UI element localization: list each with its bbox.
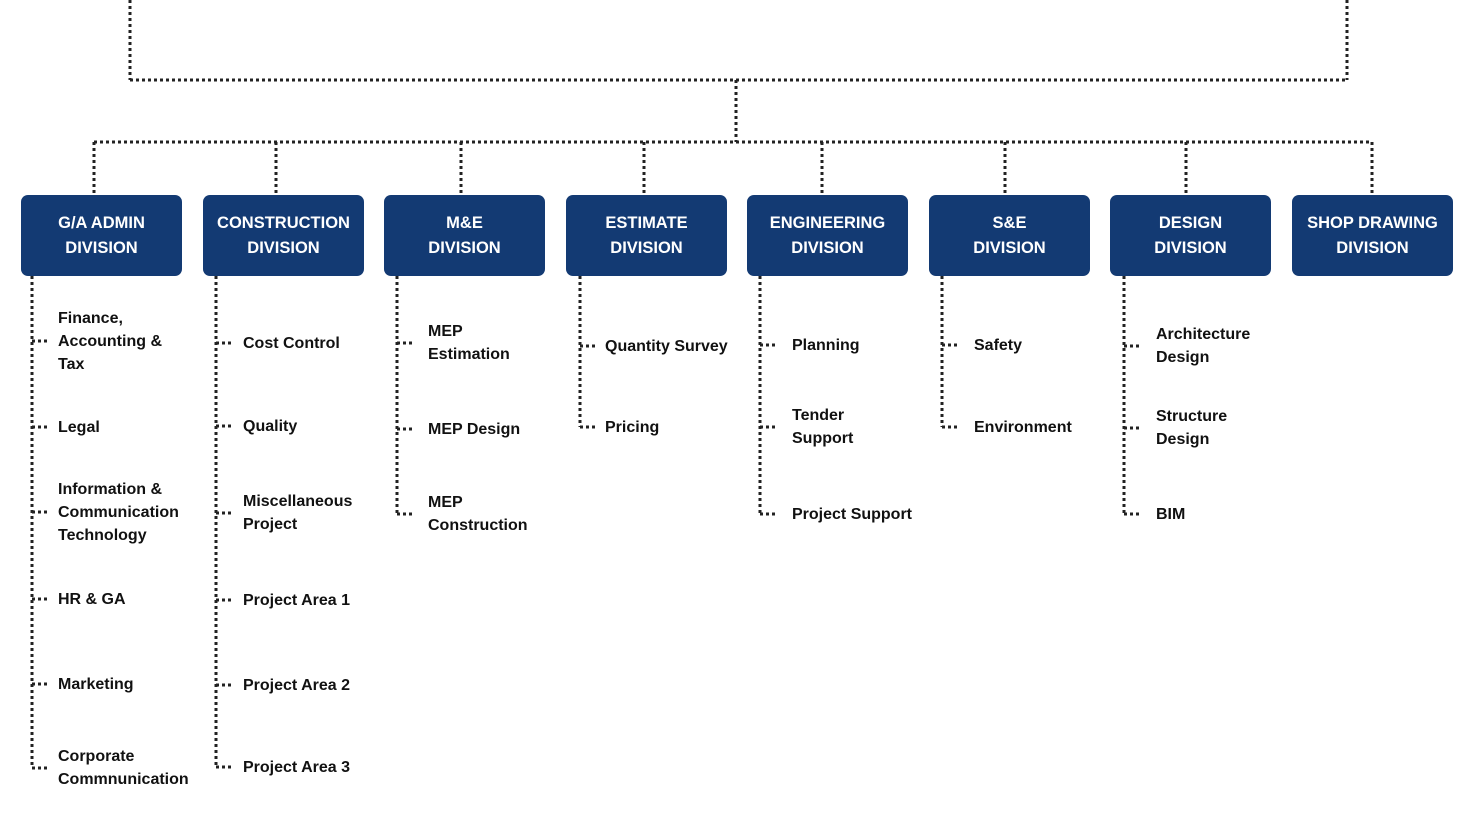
subdivision-item-line: Pricing — [605, 418, 660, 436]
division-title-line: DIVISION — [791, 238, 864, 257]
division-box-design: DESIGN DIVISION — [1110, 195, 1271, 276]
division-title-line: ESTIMATE — [605, 213, 688, 232]
subdivision-item-line: Cost Control — [243, 334, 340, 352]
subdivision-item-line: HR & GA — [58, 590, 126, 608]
division-box-construction: CONSTRUCTION DIVISION — [203, 195, 364, 276]
division-title-line: ENGINEERING — [769, 213, 886, 232]
subdivision-item: MEP Construction — [428, 491, 528, 537]
subdivision-item-line: Commnunication — [58, 771, 189, 788]
subdivision-item-line: Project Area 1 — [243, 591, 351, 609]
subdivision-item-line: MEP Design — [428, 420, 521, 438]
subdivision-item-line: Accounting & — [58, 332, 162, 350]
subdivision-item-line: Quantity Survey — [605, 337, 728, 355]
subdivision-item: Project Area 3 — [243, 756, 350, 779]
division-box-ga-admin: G/A ADMIN DIVISION — [21, 195, 182, 276]
subdivision-item: HR & GA — [58, 588, 126, 611]
subdivision-item: BIM — [1156, 503, 1185, 526]
subdivision-item-line: Environment — [974, 418, 1072, 436]
subdivision-item-line: Estimation — [428, 346, 510, 363]
subdivision-item-line: Design — [1156, 349, 1210, 366]
subdivision-item-line: Project Area 3 — [243, 758, 351, 776]
subdivision-item-line: Project Support — [792, 505, 913, 523]
subdivision-item: MEP Design — [428, 418, 520, 441]
subdivision-item-line: Corporate — [58, 748, 135, 765]
subdivision-item: Environment — [974, 416, 1072, 439]
division-title-line: DIVISION — [65, 238, 138, 257]
subdivision-item: Pricing — [605, 416, 659, 439]
division-title-line: SHOP DRAWING — [1307, 213, 1438, 232]
subdivision-item: Finance, Accounting & Tax — [58, 307, 162, 376]
subdivision-item-line: Support — [792, 430, 854, 447]
division-box-shop-drawing: SHOP DRAWING DIVISION — [1292, 195, 1453, 276]
subdivision-item-line: Finance, — [58, 309, 123, 327]
subdivision-item: Quality — [243, 415, 297, 438]
division-title-line: DIVISION — [610, 238, 683, 257]
subdivision-item-line: BIM — [1156, 505, 1186, 523]
subdivision-item: Project Area 2 — [243, 674, 350, 697]
subdivision-item-line: Marketing — [58, 675, 134, 693]
subdivision-item-line: Design — [1156, 431, 1210, 448]
division-box-se: S&E DIVISION — [929, 195, 1090, 276]
subdivision-item-line: Tax — [58, 355, 85, 373]
subdivision-item-line: Information & — [58, 480, 162, 498]
subdivision-item-line: Technology — [58, 526, 147, 544]
subdivision-item: Cost Control — [243, 332, 340, 355]
subdivision-item-line: Legal — [58, 418, 100, 436]
division-title-line: DESIGN — [1158, 213, 1223, 232]
division-title-line: G/A ADMIN — [58, 213, 145, 232]
division-title-line: DIVISION — [973, 238, 1046, 257]
division-title-line: DIVISION — [1336, 238, 1409, 257]
division-title-line: S&E — [992, 213, 1027, 232]
subdivision-item-line: Safety — [974, 336, 1023, 354]
subdivision-item-line: Construction — [428, 517, 528, 534]
subdivision-item-line: Miscellaneous — [243, 493, 353, 510]
subdivision-item: Quantity Survey — [605, 335, 728, 358]
subdivision-item: Project Support — [792, 503, 912, 526]
division-title-line: DIVISION — [428, 238, 501, 257]
subdivision-item: Planning — [792, 334, 860, 357]
division-title-line: DIVISION — [247, 238, 320, 257]
subdivision-item-line: Project — [243, 516, 298, 533]
subdivision-item-line: Structure — [1156, 408, 1228, 425]
subdivision-item: Safety — [974, 334, 1022, 357]
division-box-me: M&E DIVISION — [384, 195, 545, 276]
division-title-line: CONSTRUCTION — [217, 213, 350, 232]
division-title-line: DIVISION — [1154, 238, 1227, 257]
subdivision-item: Marketing — [58, 673, 134, 696]
division-box-engineering: ENGINEERING DIVISION — [747, 195, 908, 276]
subdivision-item-line: Architecture — [1156, 326, 1251, 343]
subdivision-item-line: Planning — [792, 336, 860, 354]
subdivision-item: Legal — [58, 416, 100, 439]
subdivision-item-line: Project Area 2 — [243, 676, 351, 694]
division-title-line: M&E — [446, 213, 483, 232]
subdivision-item-line: MEP — [428, 323, 463, 340]
division-box-estimate: ESTIMATE DIVISION — [566, 195, 727, 276]
subdivision-item-line: MEP — [428, 494, 463, 511]
subdivision-item: Project Area 1 — [243, 589, 350, 612]
subdivision-item-line: Communication — [58, 503, 179, 521]
subdivision-item-line: Tender — [792, 407, 845, 424]
subdivision-item: MEP Estimation — [428, 320, 510, 366]
subdivision-item-line: Quality — [243, 417, 298, 435]
